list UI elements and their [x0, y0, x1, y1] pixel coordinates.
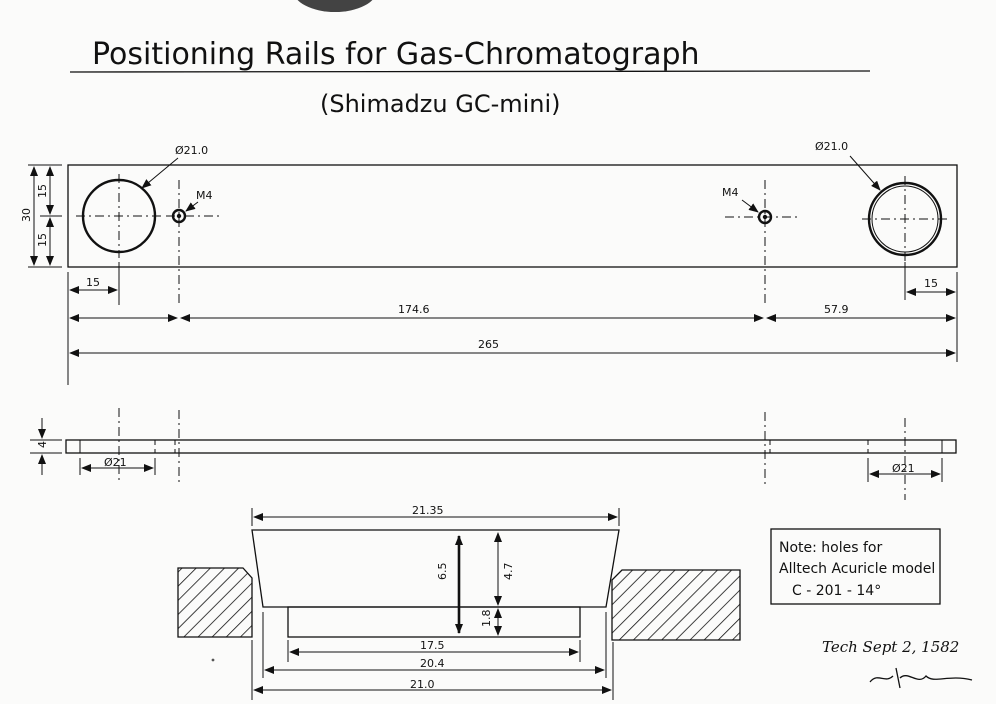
dim-right-segment: 57.9 [824, 303, 849, 316]
note-line-1: Note: holes for [779, 540, 882, 556]
title-underline [69, 70, 871, 73]
section-mid-width: 20.4 [420, 657, 445, 670]
thread-right-label: M4 [722, 186, 739, 199]
rail-outline [67, 164, 958, 268]
height-upper: 15 [36, 184, 49, 198]
page-title: Positioning Rails for Gas-Chromatograph [92, 37, 700, 72]
signature-scrawl [869, 667, 973, 689]
section-depth-total: 6.5 [436, 563, 449, 581]
signature: Tech Sept 2, 1582 [822, 638, 973, 689]
note-box: Note: holes for Alltech Acuricle model C… [770, 528, 941, 605]
hole-left-dia: Ø21.0 [175, 144, 208, 157]
side-thickness: 4 [36, 441, 49, 448]
side-view: 4 Ø21 Ø21 [30, 408, 957, 500]
hole-right-dia: Ø21.0 [815, 140, 848, 153]
rail-tongue [287, 606, 581, 638]
note-line-3: C - 201 - 14° [792, 583, 881, 599]
top-view: Ø21.0 M4 M4 Ø21.0 30 15 15 15 15 174.6 [20, 140, 958, 385]
height-total: 30 [20, 208, 33, 222]
hatched-block-right [611, 569, 741, 641]
note-line-2: Alltech Acuricle model [779, 561, 935, 577]
thread-left-label: M4 [196, 189, 213, 202]
section-depth-lower: 1.8 [480, 610, 493, 628]
rail-profile [251, 529, 620, 608]
hatched-block-left [177, 567, 253, 638]
page-subtitle: (Shimadzu GC-mini) [320, 90, 561, 118]
counterbore-right: Ø21 [892, 462, 915, 475]
height-lower: 15 [36, 233, 49, 247]
section-depth-upper: 4.7 [502, 563, 515, 581]
section-bottom-width: 21.0 [410, 678, 435, 691]
section-view: 21.35 6.5 4.7 1.8 17.5 20.4 21.0 [177, 504, 741, 700]
dim-left-offset: 15 [86, 276, 100, 289]
dim-overall-length: 265 [478, 338, 499, 351]
section-inner-width: 17.5 [420, 639, 445, 652]
smudge [297, 0, 373, 12]
rail-side-outline [65, 439, 957, 454]
section-top-width: 21.35 [412, 504, 444, 517]
counterbore-left: Ø21 [104, 456, 127, 469]
dim-right-offset: 15 [924, 277, 938, 290]
signature-date: Tech Sept 2, 1582 [822, 638, 959, 656]
dim-between-threads: 174.6 [398, 303, 430, 316]
